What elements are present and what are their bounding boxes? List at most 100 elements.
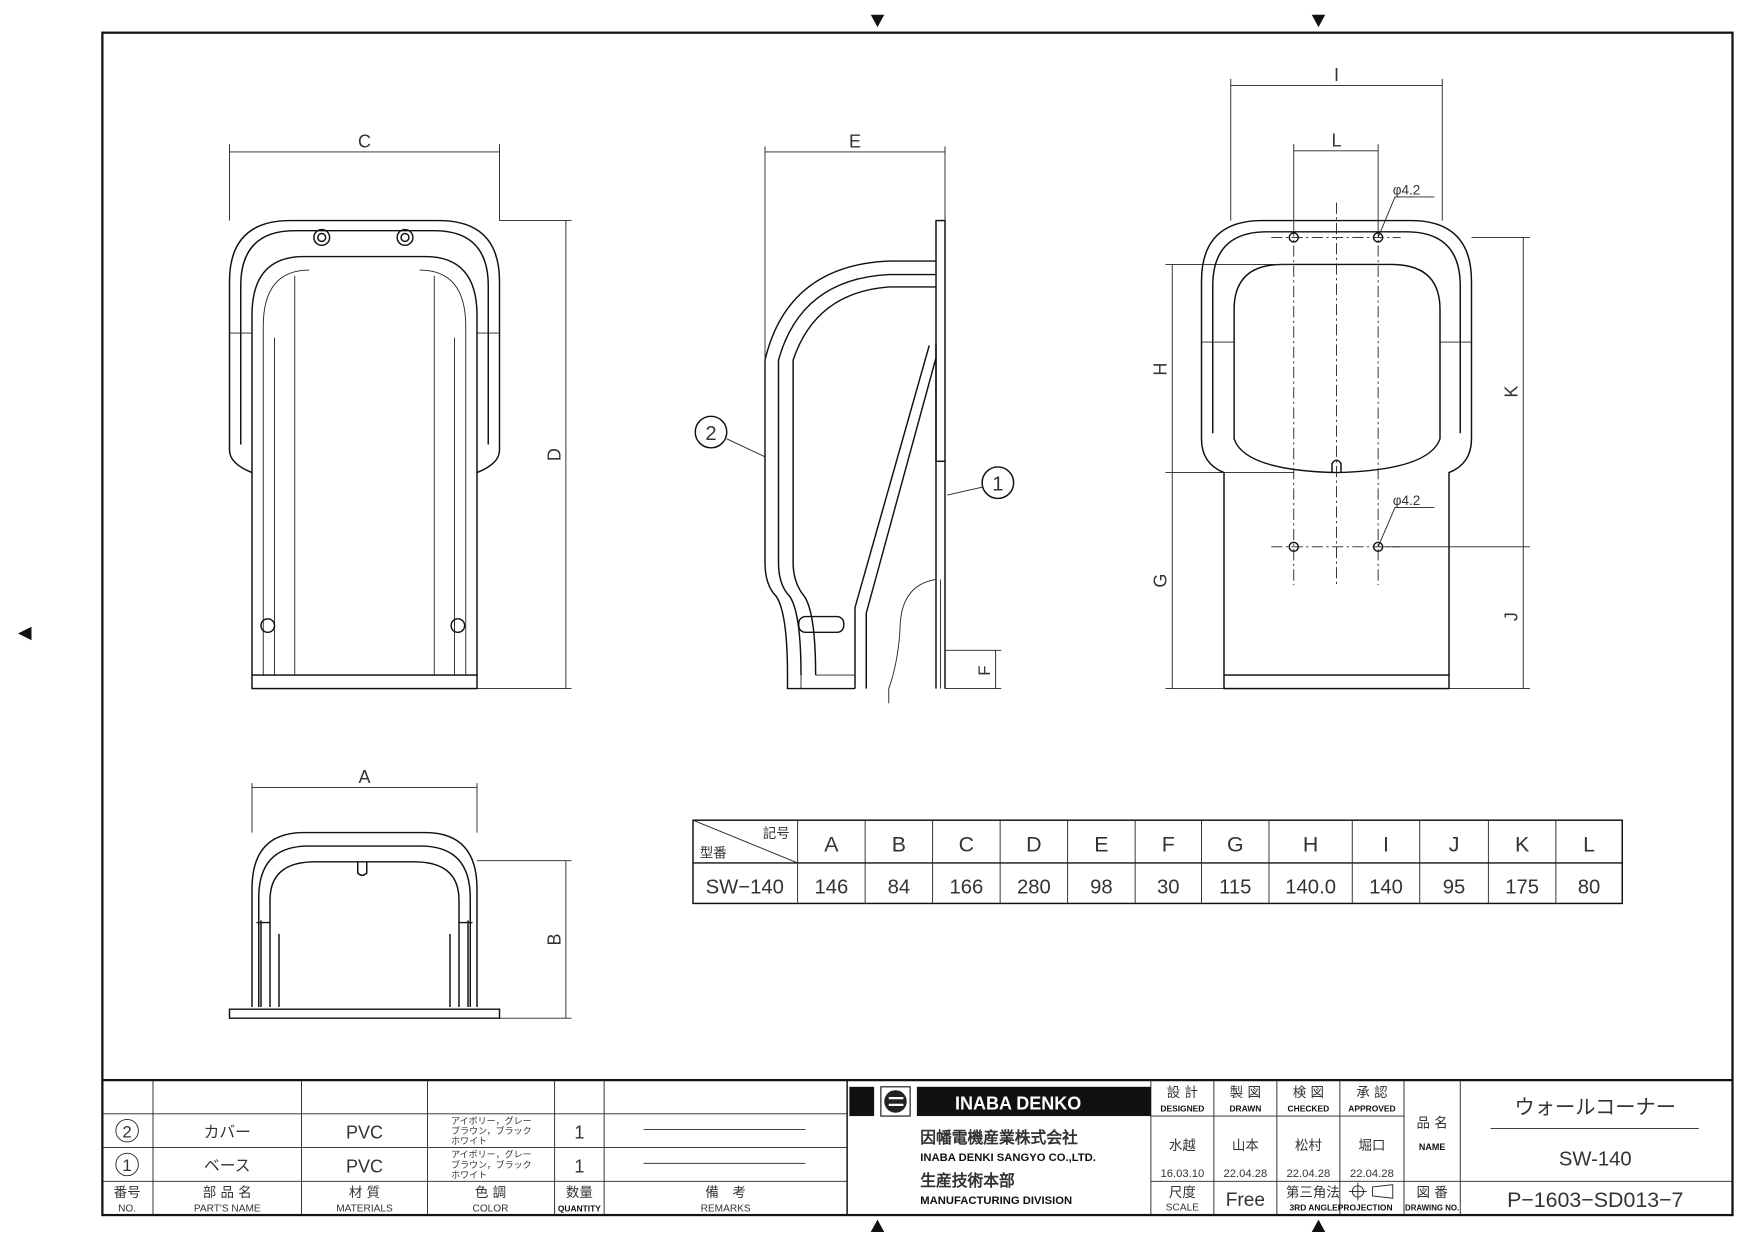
product-model: SW-140 bbox=[1559, 1149, 1632, 1171]
table-header-cell: C bbox=[959, 833, 974, 857]
approval-label-jp: 承 認 bbox=[1356, 1085, 1388, 1101]
table-header-cell: I bbox=[1383, 833, 1389, 857]
projection-label-jp: 第三角法 bbox=[1286, 1184, 1340, 1201]
table-header-cell: G bbox=[1227, 833, 1244, 857]
table-corner-model: 型番 bbox=[700, 845, 728, 861]
division-en: MANUFACTURING DIVISION bbox=[920, 1195, 1072, 1207]
part-color-line: アイボリー，グレー bbox=[451, 1149, 532, 1161]
table-header-cell: E bbox=[1094, 833, 1108, 857]
drawing-number: P−1603−SD013−7 bbox=[1507, 1188, 1683, 1212]
header-color-jp: 色 調 bbox=[475, 1184, 506, 1201]
name-label-jp: 品 名 bbox=[1416, 1115, 1447, 1131]
table-header-cell: K bbox=[1515, 833, 1529, 857]
drawing-border bbox=[101, 31, 1734, 1217]
rear-view: φ4.2 φ4.2 I L H G K J bbox=[1151, 65, 1530, 690]
drawing-number-cell: 図 番 DRAWING NO. P−1603−SD013−7 bbox=[1405, 1185, 1683, 1213]
table-value-cell: 30 bbox=[1157, 876, 1180, 898]
projection-cell: 第三角法 3RD ANGLEPROJECTION bbox=[1286, 1182, 1394, 1213]
dim-label-l: L bbox=[1331, 130, 1341, 150]
drawing-no-label-en: DRAWING NO. bbox=[1405, 1204, 1459, 1213]
approval-label-en: DRAWN bbox=[1229, 1104, 1261, 1114]
company-name-en: INABA DENKI SANGYO CO.,LTD. bbox=[920, 1152, 1096, 1164]
dim-label-k: K bbox=[1502, 386, 1522, 398]
parts-row-2: 2 カバー PVC アイボリー，グレー ブラウン，ブラック ホワイト 1 bbox=[115, 1115, 806, 1147]
header-material-jp: 材 質 bbox=[349, 1185, 380, 1201]
brand-name: INABA DENKO bbox=[955, 1093, 1081, 1113]
part-material: PVC bbox=[346, 1123, 383, 1143]
front-view: C D bbox=[228, 131, 572, 690]
division-jp: 生産技術本部 bbox=[920, 1171, 1015, 1190]
approval-date: 22.04.28 bbox=[1350, 1168, 1394, 1180]
approval-person: 山本 bbox=[1232, 1138, 1260, 1154]
dim-label-i: I bbox=[1334, 65, 1339, 85]
approval-label-jp: 設 計 bbox=[1167, 1085, 1198, 1101]
approval-label-en: APPROVED bbox=[1348, 1104, 1395, 1114]
header-material-en: MATERIALS bbox=[336, 1204, 393, 1215]
table-model: SW−140 bbox=[706, 876, 784, 898]
table-value-cell: 80 bbox=[1578, 876, 1601, 898]
parts-row-1: 1 ベース PVC アイボリー，グレー ブラウン，ブラック ホワイト 1 bbox=[115, 1149, 806, 1181]
scale-value: Free bbox=[1226, 1190, 1265, 1211]
part-qty: 1 bbox=[574, 1156, 584, 1176]
table-value-cell: 140.0 bbox=[1285, 876, 1336, 898]
dim-label-g: G bbox=[1151, 574, 1171, 588]
callout-2: 2 bbox=[705, 423, 716, 445]
part-color-line: ホワイト bbox=[451, 1136, 487, 1147]
table-header-cell: D bbox=[1026, 833, 1041, 857]
header-remarks-en: REMARKS bbox=[701, 1204, 751, 1215]
table-value-cell: 84 bbox=[888, 876, 911, 898]
part-color-line: アイボリー，グレー bbox=[451, 1115, 532, 1127]
company-block: INABA DENKO 因幡電機産業株式会社 INABA DENKI SANGY… bbox=[849, 1086, 1151, 1207]
table-value-cell: 280 bbox=[1017, 876, 1051, 898]
part-color-line: ホワイト bbox=[451, 1170, 487, 1181]
scale-label-en: SCALE bbox=[1166, 1203, 1199, 1214]
approval-date: 16.03.10 bbox=[1160, 1168, 1204, 1180]
name-label-en: NAME bbox=[1419, 1142, 1445, 1152]
part-no: 1 bbox=[122, 1156, 131, 1175]
hole-label-bottom: φ4.2 bbox=[1393, 493, 1421, 508]
dim-label-f: F bbox=[975, 665, 994, 675]
centering-marks bbox=[18, 14, 1326, 1232]
scale-cell: 尺度 SCALE Free bbox=[1166, 1185, 1265, 1214]
header-remarks-jp: 備 考 bbox=[705, 1185, 746, 1201]
product-name-cell: 品 名 NAME ウォールコーナー SW-140 bbox=[1416, 1095, 1676, 1171]
approval-date: 22.04.28 bbox=[1286, 1168, 1330, 1180]
callout-1-circle bbox=[981, 466, 1015, 500]
drawing-no-label-jp: 図 番 bbox=[1416, 1185, 1448, 1201]
callout-1: 1 bbox=[992, 474, 1003, 496]
side-view: E F 2 1 bbox=[694, 131, 1015, 704]
parts-header: 番号 NO. 部 品 名 PART'S NAME 材 質 MATERIALS 色… bbox=[114, 1184, 751, 1215]
part-material: PVC bbox=[346, 1156, 383, 1176]
company-logo-icon bbox=[884, 1090, 907, 1113]
table-value-cell: 115 bbox=[1219, 876, 1251, 898]
scale-label-jp: 尺度 bbox=[1169, 1185, 1196, 1201]
table-corner-symbol: 記号 bbox=[763, 825, 790, 842]
product-name-jp: ウォールコーナー bbox=[1514, 1095, 1676, 1119]
dim-label-d: D bbox=[544, 448, 564, 461]
table-header-cell: H bbox=[1303, 833, 1318, 857]
part-no: 2 bbox=[122, 1122, 131, 1141]
header-name-jp: 部 品 名 bbox=[203, 1185, 252, 1201]
approval-label-en: CHECKED bbox=[1288, 1104, 1330, 1114]
bottom-view: A B bbox=[228, 767, 572, 1019]
table-header-cell: B bbox=[892, 833, 906, 857]
table-header-cell: J bbox=[1449, 833, 1460, 857]
dimension-table: 記号 型番 SW−140 A146B84C166D280E98F30G115H1… bbox=[692, 819, 1623, 905]
part-name: ベース bbox=[204, 1156, 250, 1175]
header-color-en: COLOR bbox=[473, 1204, 509, 1215]
approval-label-jp: 検 図 bbox=[1293, 1085, 1324, 1101]
header-qty-jp: 数量 bbox=[566, 1185, 593, 1201]
table-value-cell: 98 bbox=[1090, 876, 1113, 898]
approval-date: 22.04.28 bbox=[1223, 1168, 1267, 1180]
part-color-line: ブラウン，ブラック bbox=[451, 1125, 532, 1137]
table-header-cell: L bbox=[1583, 833, 1595, 857]
table-value-cell: 140 bbox=[1369, 876, 1403, 898]
dim-label-h: H bbox=[1151, 363, 1171, 376]
header-no-en: NO. bbox=[118, 1204, 136, 1215]
dim-label-e: E bbox=[849, 131, 861, 151]
header-qty-en: QUANTITY bbox=[558, 1204, 601, 1214]
projection-label-en: 3RD ANGLEPROJECTION bbox=[1289, 1203, 1392, 1213]
table-header-cell: F bbox=[1162, 833, 1175, 857]
table-value-cell: 175 bbox=[1505, 876, 1539, 898]
